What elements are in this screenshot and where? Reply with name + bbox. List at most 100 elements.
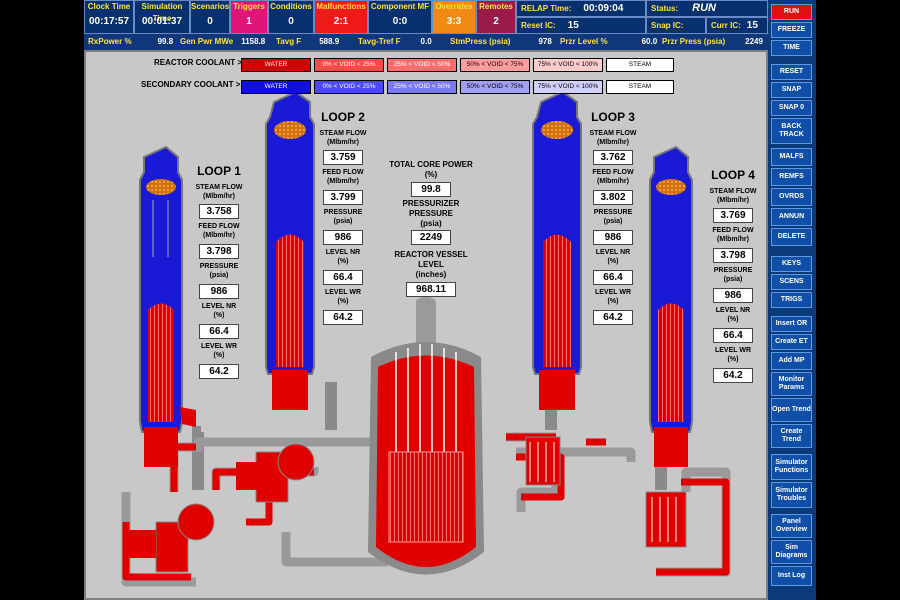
core-power-unit: (%) — [424, 170, 438, 179]
steam-flow-value: 3.769 — [713, 208, 753, 223]
pump-1 — [128, 503, 215, 573]
sidebar-button-annun[interactable]: ANNUN — [771, 208, 812, 226]
sidebar-button-snap-0[interactable]: SNAP 0 — [771, 100, 812, 116]
przr-level-value: 60.0 — [641, 37, 658, 46]
przr-press-value: 2249 — [745, 37, 763, 46]
reactor-legend-cell: 75% < VOID < 100% — [533, 58, 603, 72]
sidebar-button-run[interactable]: RUN — [771, 4, 812, 20]
level-wr-unit: (%) — [607, 298, 619, 305]
reactor-legend-cell: 0% < VOID < 25% — [314, 58, 384, 72]
steam-flow-unit: (Mlbm/hr) — [717, 197, 749, 204]
command-sidebar: RUN FREEZE TIME RESET SNAP SNAP 0 BACK TRACK MA… — [768, 0, 816, 600]
simulation-time-value: 00:01:37 — [141, 16, 183, 27]
reactor-legend-cell: STEAM — [606, 58, 674, 72]
gen-pwr-value: 1158.8 — [241, 37, 266, 46]
sidebar-button-simulator-functions[interactable]: Simulator Functions — [771, 454, 812, 480]
sidebar-button-scens[interactable]: SCENS — [771, 274, 812, 290]
pump-3 — [525, 436, 561, 486]
feed-flow-value: 3.802 — [593, 190, 633, 205]
level-nr-value: 66.4 — [713, 328, 753, 343]
malfunctions-value: 2:1 — [333, 16, 349, 27]
gen-pwr-label: Gen Pwr MWe — [180, 37, 234, 46]
gen-pwr-readout: Gen Pwr MWe 1158.8 — [180, 35, 265, 49]
triggers-value: 1 — [246, 16, 252, 27]
curr-ic-label: Curr IC: — [711, 21, 741, 30]
reactor-vessel-unit: (inches) — [415, 270, 447, 279]
sidebar-button-reset[interactable]: RESET — [771, 64, 812, 80]
feed-flow-unit: (Mlbm/hr) — [597, 178, 629, 185]
level-wr-label: LEVEL WR — [324, 289, 362, 296]
tavg-label: Tavg F — [276, 37, 302, 46]
sidebar-button-snap[interactable]: SNAP — [771, 82, 812, 98]
overrides-value: 3:3 — [446, 16, 462, 27]
sidebar-button-create-et[interactable]: Create ET — [771, 334, 812, 350]
sidebar-button-malfs[interactable]: MALFS — [771, 148, 812, 166]
sidebar-button-remfs[interactable]: REMFS — [771, 168, 812, 186]
pressure-value: 986 — [593, 230, 633, 245]
reactor-legend-cell: 25% < VOID < 50% — [387, 58, 457, 72]
secondary-legend-cell: STEAM — [606, 80, 674, 94]
sidebar-button-insert-or[interactable]: Insert OR — [771, 316, 812, 332]
sidebar-button-back-track[interactable]: BACK TRACK — [771, 118, 812, 144]
rxpower-label: RxPower % — [88, 37, 132, 46]
stmpress-value: 978 — [538, 37, 552, 46]
reactor-vessel-level-label: LEVEL — [418, 260, 444, 269]
sidebar-button-create-trend[interactable]: Create Trend — [771, 424, 812, 448]
reactor-legend-cell: 50% < VOID < 75% — [460, 58, 530, 72]
steam-flow-value: 3.758 — [199, 204, 239, 219]
secondary-legend-cell: WATER — [241, 80, 311, 94]
pressure-value: 986 — [199, 284, 239, 299]
sidebar-button-trigs[interactable]: TRIGS — [771, 292, 812, 308]
core-power-label: TOTAL CORE POWER — [389, 160, 473, 169]
reactor-legend-cell: WATER — [241, 58, 311, 72]
malfunctions-label: Malfunctions — [316, 2, 366, 11]
level-wr-value: 64.2 — [323, 310, 363, 325]
sidebar-button-freeze[interactable]: FREEZE — [771, 22, 812, 38]
snap-ic-label: Snap IC: — [651, 21, 684, 30]
relap-time-value: 00:09:04 — [583, 3, 624, 14]
sidebar-button-delete[interactable]: DELETE — [771, 228, 812, 246]
sidebar-button-ovrds[interactable]: OVRDS — [771, 188, 812, 206]
sidebar-button-panel-overview[interactable]: Panel Overview — [771, 514, 812, 538]
level-wr-unit: (%) — [727, 356, 739, 363]
red-piping — [122, 433, 730, 581]
feed-flow-value: 3.798 — [713, 248, 753, 263]
reset-ic-cell: Reset IC:15 — [516, 17, 646, 34]
sidebar-button-inst-log[interactable]: Inst Log — [771, 566, 812, 586]
pressure-label: PRESSURE — [199, 263, 239, 270]
sidebar-button-sim-diagrams[interactable]: Sim Diagrams — [771, 540, 812, 564]
conditions-value: 0 — [288, 16, 294, 27]
level-wr-label: LEVEL WR — [594, 289, 632, 296]
steam-flow-label: STEAM FLOW — [319, 130, 367, 137]
reactor-vessel — [368, 297, 484, 575]
secondary-legend-cell: 75% < VOID < 100% — [533, 80, 603, 94]
pressurizer-unit: (psia) — [420, 219, 442, 228]
secondary-legend-cell: 25% < VOID < 50% — [387, 80, 457, 94]
sidebar-button-add-mp[interactable]: Add MP — [771, 352, 812, 370]
rxpower-value: 99.8 — [157, 37, 174, 46]
przr-press-label: Przr Press (psia) — [662, 37, 726, 46]
tavg-value: 588.9 — [319, 37, 340, 46]
level-nr-value: 66.4 — [199, 324, 239, 339]
loop-name: LOOP 3 — [591, 110, 635, 124]
level-nr-label: LEVEL NR — [715, 307, 751, 314]
steam-flow-label: STEAM FLOW — [195, 184, 243, 191]
sidebar-button-open-trend[interactable]: Open Trend — [771, 398, 812, 422]
sidebar-button-time[interactable]: TIME — [771, 40, 812, 56]
sidebar-button-simulator-troubles[interactable]: Simulator Troubles — [771, 482, 812, 508]
sidebar-button-keys[interactable]: KEYS — [771, 256, 812, 272]
malfunctions-cell[interactable]: Malfunctions 2:1 — [314, 0, 368, 34]
feed-flow-value: 3.798 — [199, 244, 239, 259]
feed-flow-unit: (Mlbm/hr) — [717, 236, 749, 243]
level-nr-unit: (%) — [337, 258, 349, 265]
sidebar-button-monitor-params[interactable]: Monitor Params — [771, 372, 812, 396]
level-wr-unit: (%) — [337, 298, 349, 305]
